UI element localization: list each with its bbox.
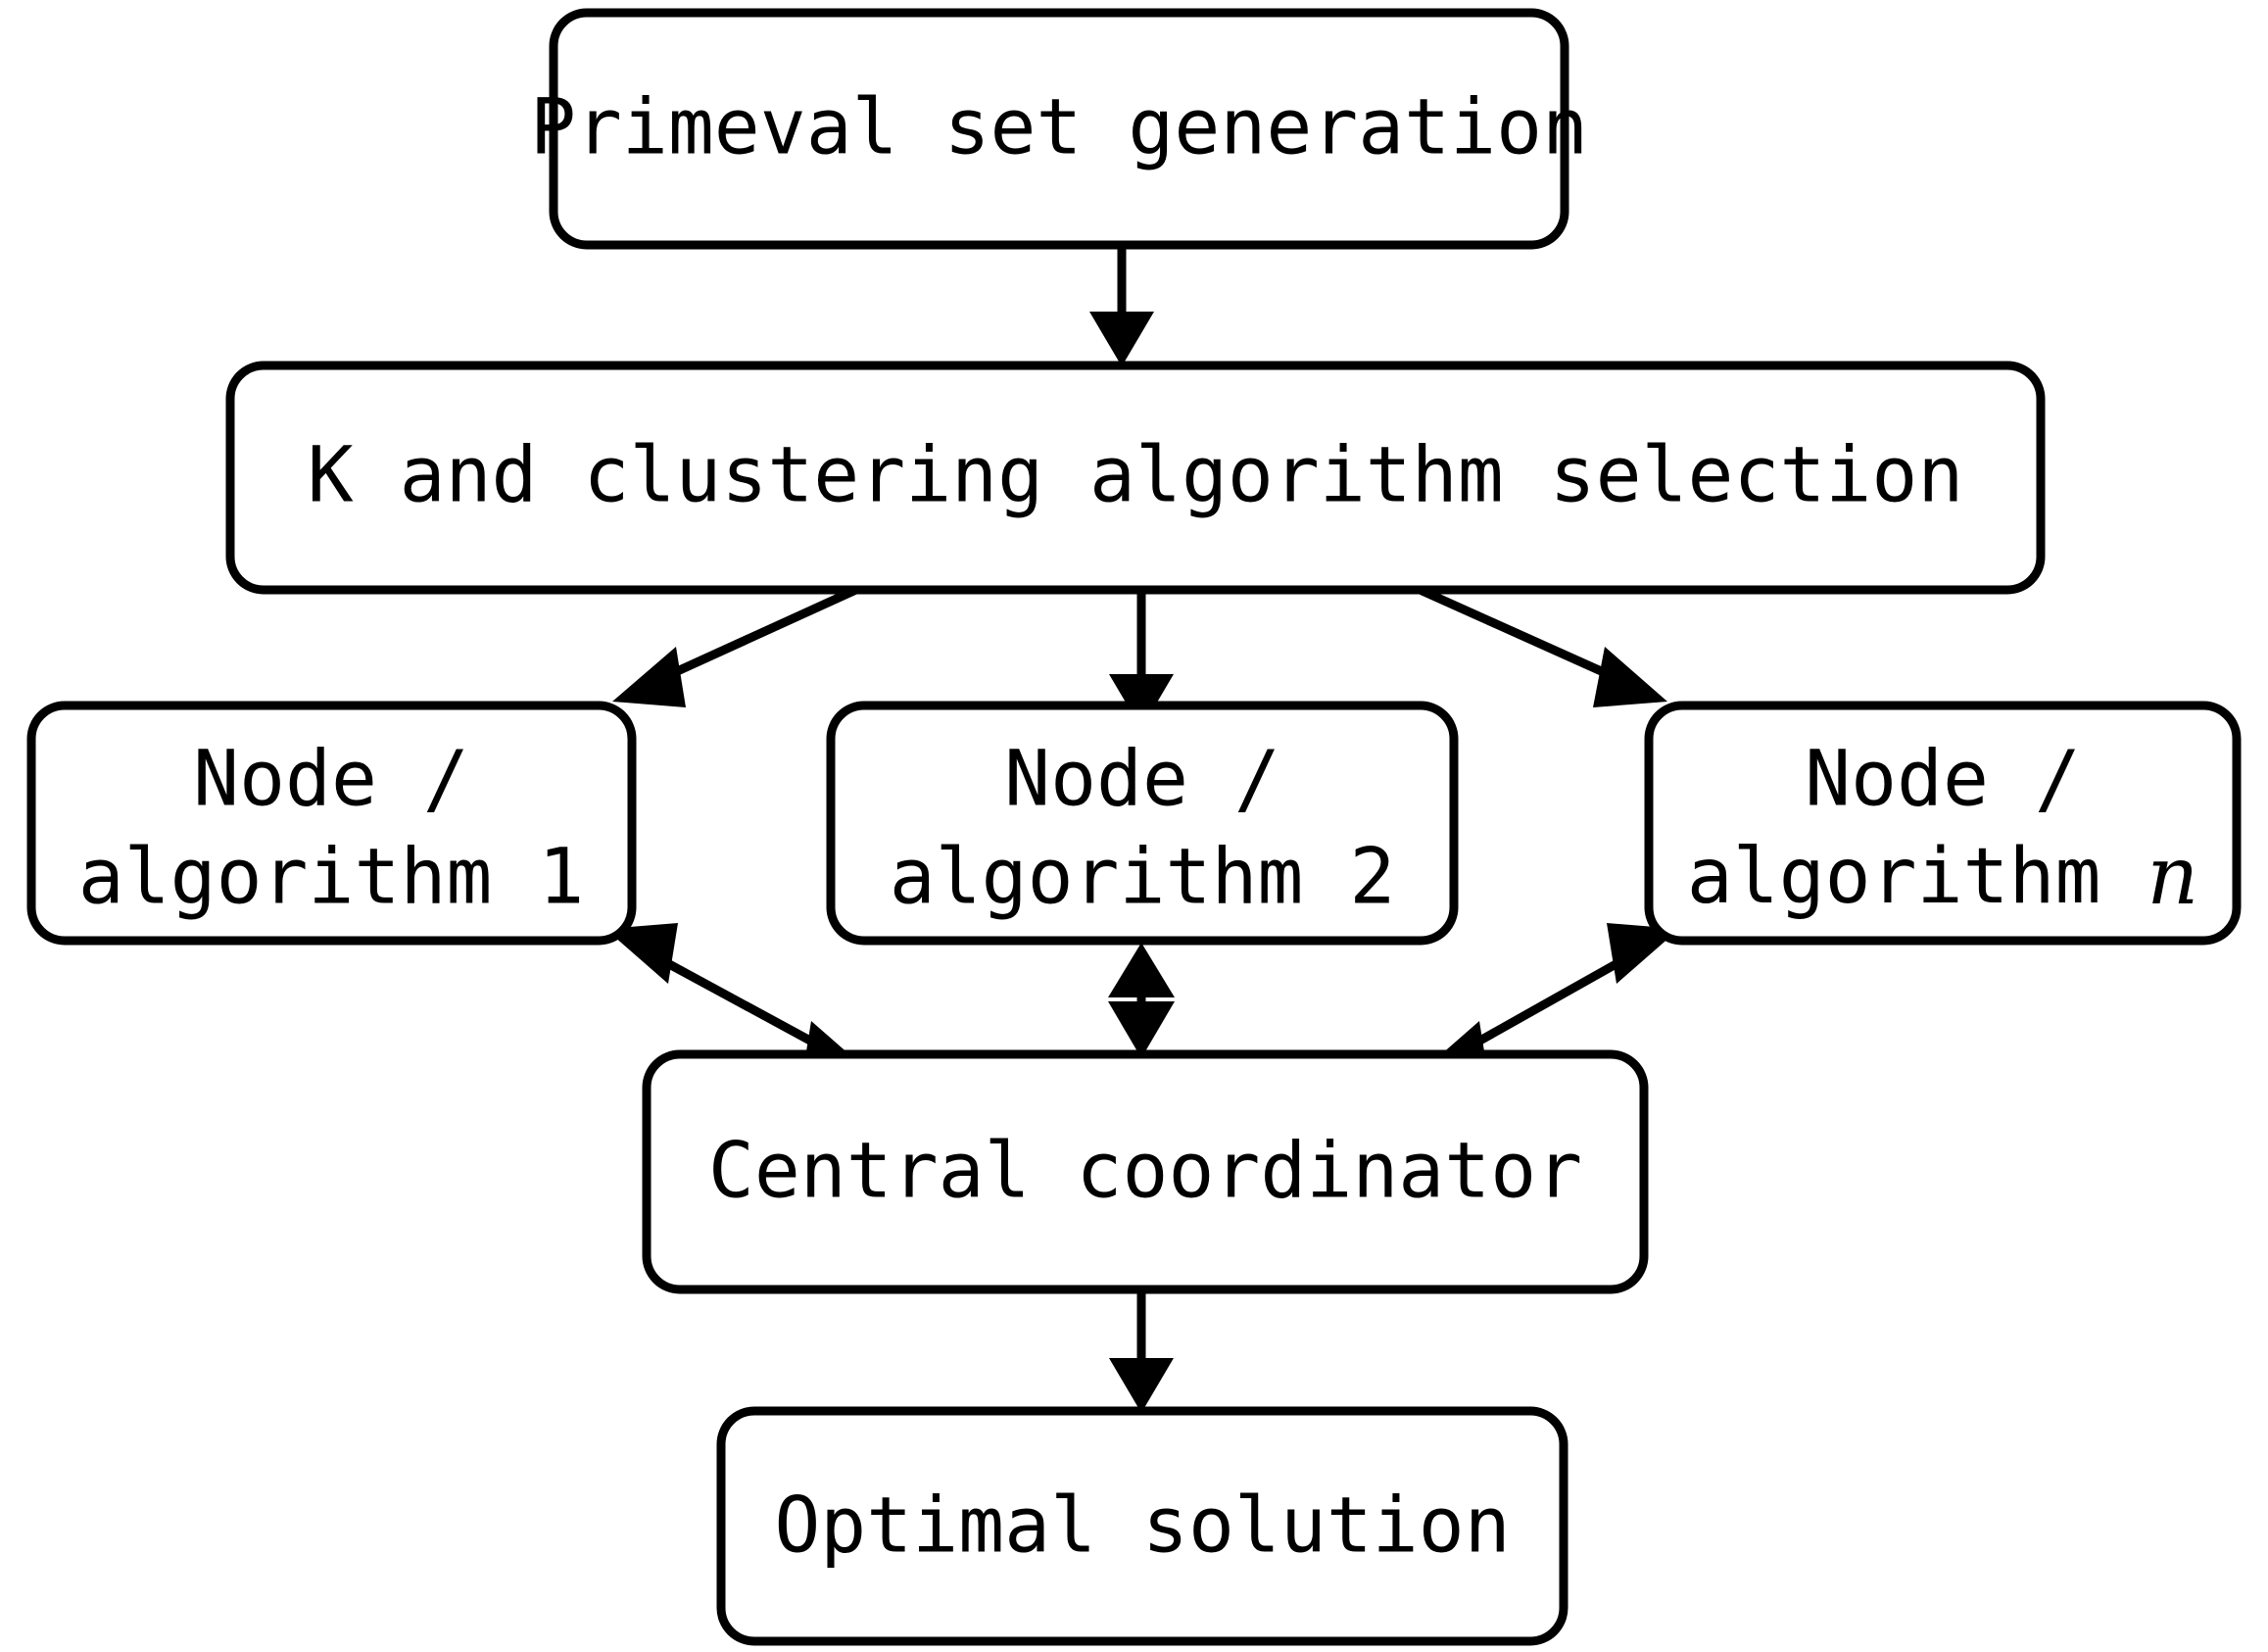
node-central-coordinator[interactable]: Central coordinator	[642, 1049, 1649, 1294]
edge-primeval-to-selection	[1089, 245, 1154, 366]
k-and-clustering-algorithm-selection-box[interactable]	[225, 361, 2046, 595]
edge-node2-coordinator	[1108, 943, 1175, 1058]
node-algorithm-1[interactable]: Node / algorithm 1	[26, 701, 637, 946]
optimal-solution-label: Optimal solution	[774, 1482, 1510, 1570]
node-algorithm-1-box[interactable]	[26, 701, 637, 946]
node-primeval-set-generation[interactable]: Primeval set generation	[530, 8, 1588, 250]
node-algorithm-2[interactable]: Node / algorithm 2	[826, 701, 1459, 946]
primeval-set-generation-box[interactable]	[549, 8, 1569, 250]
node-algorithm-n[interactable]: Node / algorithm n	[1644, 701, 2242, 946]
primeval-set-generation-label: Primeval set generation	[530, 83, 1588, 171]
node-algorithm-2-box[interactable]	[826, 701, 1459, 946]
node-algorithm-n-box[interactable]	[1644, 701, 2242, 946]
edge-selection-to-node1	[612, 583, 862, 707]
edge-coordinator-to-optimal	[1109, 1289, 1174, 1413]
k-and-clustering-algorithm-selection-label: K and clustering algorithm selection	[308, 431, 1964, 519]
node-algorithm-2-label-line2: algorithm 2	[890, 833, 1396, 921]
central-coordinator-box[interactable]	[642, 1049, 1649, 1294]
node-algorithm-n-label-line1: Node /	[1805, 735, 2081, 823]
node-algorithm-n-label-prefix: algorithm	[1687, 833, 2147, 921]
node-k-and-clustering-algorithm-selection[interactable]: K and clustering algorithm selection	[225, 361, 2046, 595]
node-optimal-solution[interactable]: Optimal solution	[716, 1406, 1568, 1646]
optimal-solution-box[interactable]	[716, 1406, 1568, 1646]
node-algorithm-2-label-line1: Node /	[1004, 735, 1280, 823]
node-algorithm-n-label-variable: n	[2147, 830, 2198, 923]
node-algorithm-1-label-line1: Node /	[193, 735, 469, 823]
node-algorithm-1-label-line2: algorithm 1	[78, 833, 585, 921]
edge-selection-to-noden	[1414, 583, 1667, 707]
node-algorithm-n-label-line2: algorithm n	[1687, 830, 2198, 923]
central-coordinator-label: Central coordinator	[708, 1127, 1582, 1215]
